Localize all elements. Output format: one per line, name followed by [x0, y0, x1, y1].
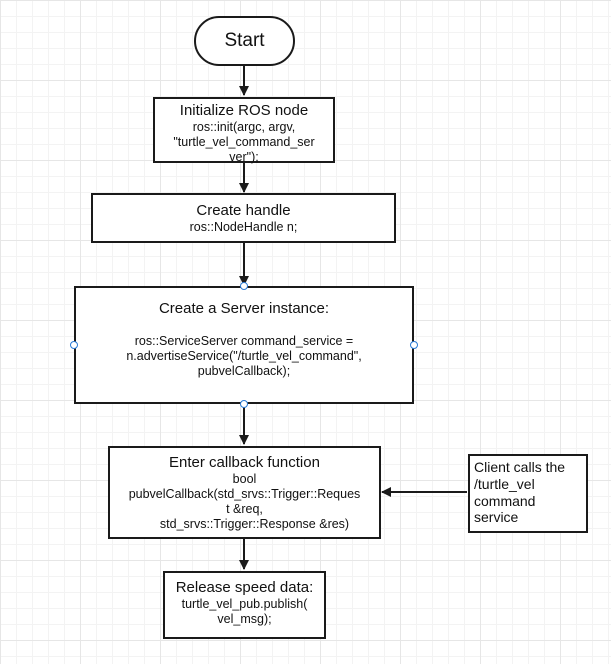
server-handle-right[interactable] [410, 341, 418, 349]
callback-node[interactable]: Enter callback function bool pubvelCallb… [108, 446, 381, 539]
client-node[interactable]: Client calls the /turtle_vel command ser… [468, 454, 588, 533]
server-handle-left[interactable] [70, 341, 78, 349]
handle-node[interactable]: Create handle ros::NodeHandle n; [91, 193, 396, 243]
init-code-line: ros::init(argc, argv, [192, 120, 296, 134]
release-title: Release speed data: [175, 579, 314, 596]
init-code-line: ver"); [229, 150, 259, 164]
callback-code-line: t &req, [226, 502, 263, 516]
client-line: /turtle_vel [474, 475, 535, 492]
init-code-line: "turtle_vel_command_ser [173, 135, 315, 149]
callback-code-line: bool [232, 472, 257, 486]
start-node[interactable]: Start [194, 16, 295, 66]
server-handle-top[interactable] [240, 282, 248, 290]
server-title: Create a Server instance: [158, 300, 330, 317]
client-line: Client calls the [474, 459, 566, 475]
release-code-line: turtle_vel_pub.publish( [181, 597, 308, 611]
server-code-line: n.advertiseService("/turtle_vel_command"… [126, 349, 362, 363]
callback-title: Enter callback function [169, 454, 320, 471]
server-handle-bottom[interactable] [240, 400, 248, 408]
server-node[interactable]: Create a Server instance: ros::ServiceSe… [74, 286, 414, 404]
callback-code-line: pubvelCallback(std_srvs::Trigger::Reques [128, 487, 361, 501]
server-code-line: pubvelCallback); [197, 364, 291, 378]
callback-code-line: std_srvs::Trigger::Response &res) [159, 517, 350, 531]
release-node[interactable]: Release speed data: turtle_vel_pub.publi… [163, 571, 326, 639]
handle-title: Create handle [196, 201, 291, 219]
release-code-line: vel_msg); [217, 612, 272, 626]
client-line: command [474, 492, 536, 509]
server-code-line: ros::ServiceServer command_service = [134, 334, 354, 348]
client-line: service [474, 509, 519, 526]
start-label: Start [224, 29, 265, 51]
handle-code-line: ros::NodeHandle n; [189, 219, 298, 234]
init-node[interactable]: Initialize ROS node ros::init(argc, argv… [153, 97, 335, 164]
init-title: Initialize ROS node [179, 102, 309, 119]
